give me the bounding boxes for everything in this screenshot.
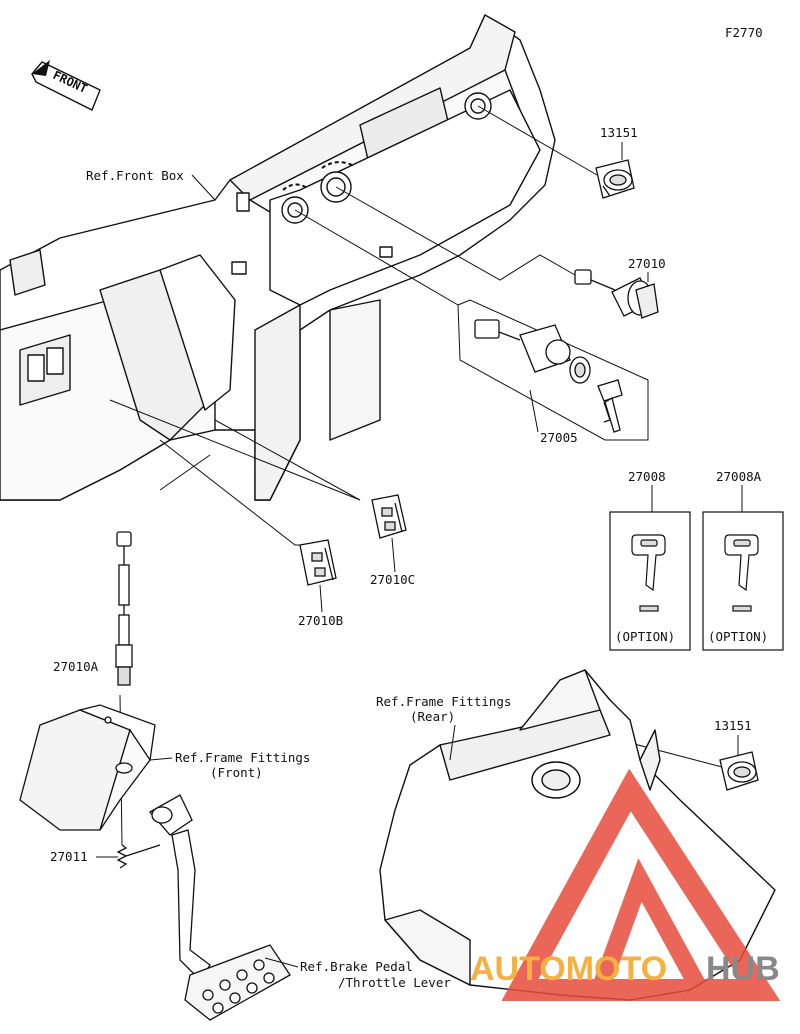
figure-code: F2770 <box>725 25 763 40</box>
part-27008a: 27008A <box>716 469 762 484</box>
ignition-switch-27010 <box>574 269 659 319</box>
option-label-27008: (OPTION) <box>615 629 675 644</box>
spring-27011 <box>116 844 161 869</box>
option-label-27008a: (OPTION) <box>708 629 768 644</box>
brake-switch-27010a <box>115 531 133 686</box>
part-27010a: 27010A <box>53 659 99 674</box>
part-13151-top: 13151 <box>600 125 638 140</box>
watermark-text-2: HUB <box>706 950 780 988</box>
part-27011: 27011 <box>50 849 88 864</box>
part-27008: 27008 <box>628 469 666 484</box>
watermark-text-1: AUTOMOTO <box>470 950 667 988</box>
brake-pedal <box>148 794 291 1021</box>
power-socket-13151-bottom <box>719 751 759 791</box>
dashboard-panel <box>0 14 556 501</box>
rear-frame-panel <box>379 669 776 1001</box>
part-27005: 27005 <box>540 430 578 445</box>
power-socket-13151-top <box>595 159 635 199</box>
ref-frame-rear-1: Ref.Frame Fittings <box>376 694 511 709</box>
ref-front-box: Ref.Front Box <box>86 168 184 183</box>
part-27010: 27010 <box>628 256 666 271</box>
key-option-box-27008 <box>609 511 691 651</box>
front-frame-bracket <box>19 704 156 831</box>
ref-brake-1: Ref.Brake Pedal <box>300 959 413 974</box>
rocker-switch-27010c <box>371 494 407 539</box>
ref-frame-rear-2: (Rear) <box>410 709 455 724</box>
label-leaders <box>96 142 743 968</box>
part-13151-bottom: 13151 <box>714 718 752 733</box>
ignition-assembly-27005 <box>474 319 623 433</box>
part-27010c: 27010C <box>370 572 415 587</box>
ref-frame-front-2: (Front) <box>210 765 263 780</box>
front-direction-arrow: FRONT <box>31 60 101 111</box>
labels: F2770 Ref.Front Box 13151 27010 27005 27… <box>50 25 780 990</box>
logo-triangle-icon <box>501 768 781 1001</box>
key-option-box-27008a <box>702 511 784 651</box>
ref-brake-2: /Throttle Lever <box>338 975 451 990</box>
ref-frame-front-1: Ref.Frame Fittings <box>175 750 310 765</box>
part-27010b: 27010B <box>298 613 343 628</box>
rocker-switch-27010b <box>299 539 337 586</box>
automotohub-logo <box>501 768 781 1001</box>
